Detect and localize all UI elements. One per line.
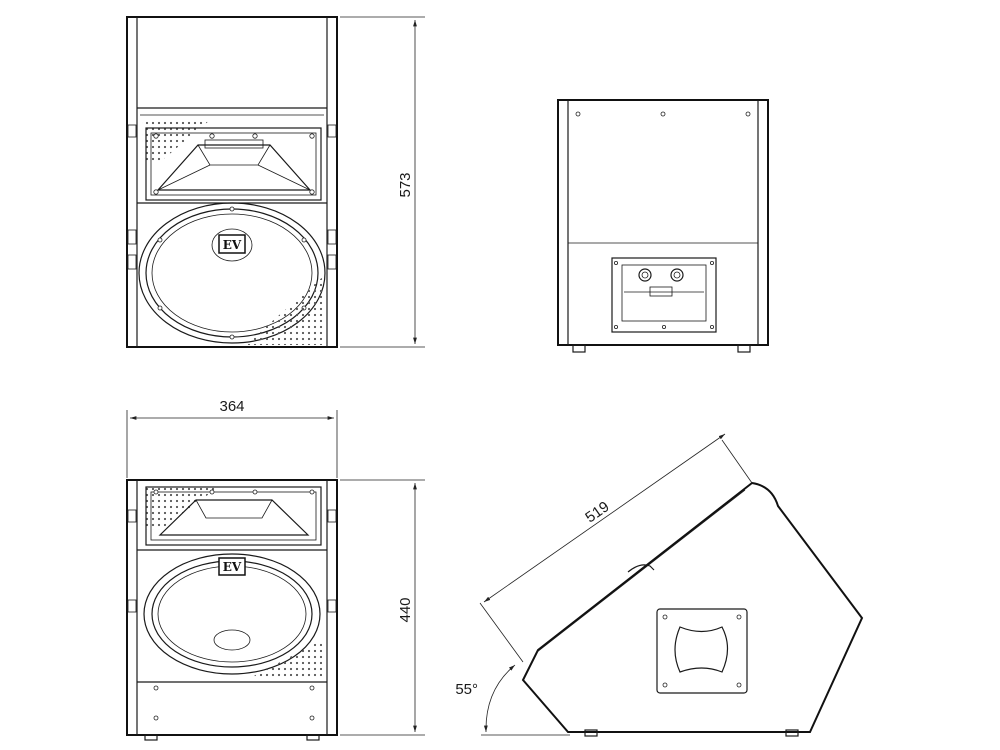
grille-dots [245,275,325,345]
foot [144,734,158,741]
rear-view [557,99,769,353]
ev-logo: EV [211,228,253,262]
dimension-depth: 519 [479,433,753,663]
horn-frame [145,127,322,201]
dimension-label-440: 440 [397,597,414,622]
connector-plate [656,608,748,694]
horn-frame [145,486,322,546]
woofer-cone [157,565,307,663]
dimension-width: 364 [126,398,338,478]
dimension-height-front: 573 [340,16,425,348]
side-view [521,481,864,737]
cabinet-outline [126,16,338,348]
horn [156,144,312,191]
dimension-label-573: 573 [397,172,414,197]
dimension-angle: 55° [455,664,570,736]
svg-text:EV: EV [223,238,242,252]
woofer-outer [143,553,321,675]
speakon-connector [670,268,684,282]
dimension-label-55: 55° [455,681,478,698]
front-view-short: EV [126,479,338,741]
grille-dots [142,120,210,162]
side-profile [521,481,864,733]
dust-cap [213,629,251,651]
speakon-connector [638,268,652,282]
svg-text:EV: EV [223,560,242,574]
woofer-outer [138,202,326,344]
foot [306,734,320,741]
dimension-height-bottom: 440 [340,479,425,736]
foot [572,344,586,353]
ev-logo: EV [218,557,246,576]
cabinet-outline [126,479,338,736]
foot [584,729,598,737]
rear-cabinet-outline [557,99,769,346]
front-view-tall: EV [126,16,338,348]
woofer-cone [151,213,313,333]
grille-dots [250,640,322,678]
connector-plate [611,257,717,333]
dimension-label-364: 364 [219,398,244,415]
dimension-label-519: 519 [582,498,612,526]
handle-cutout [674,626,729,673]
foot [785,729,799,737]
foot [737,344,751,353]
grille-dots [142,486,220,530]
